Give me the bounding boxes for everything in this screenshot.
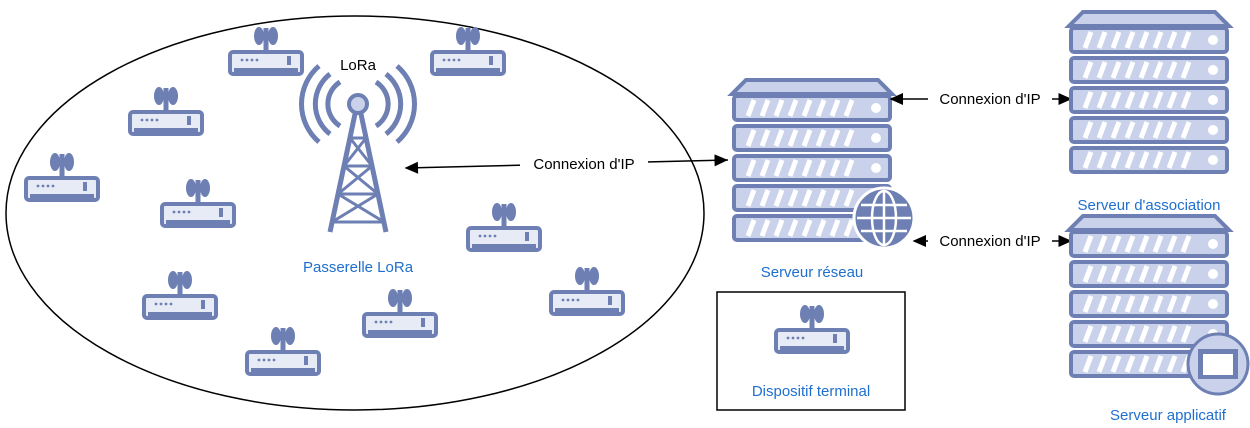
end-device-icon[interactable]	[230, 27, 302, 74]
end-device-icon[interactable]	[247, 327, 319, 374]
connection-label: Connexion d'IP	[533, 156, 634, 173]
app-server-label: Serveur applicatif	[1110, 407, 1227, 424]
end-device-icon[interactable]	[364, 289, 436, 336]
end-device-icon[interactable]	[144, 271, 216, 318]
gateway-label: Passerelle LoRa	[303, 259, 414, 276]
coverage-ellipse	[5, 15, 705, 411]
window-icon	[1186, 332, 1250, 396]
end-device-label: Dispositif terminal	[752, 383, 870, 400]
globe-icon	[852, 186, 916, 250]
radio-tower-icon[interactable]	[299, 64, 417, 233]
end-device-icon[interactable]	[432, 27, 504, 74]
lora-label: LoRa	[340, 57, 377, 74]
server-rack-icon[interactable]	[1069, 12, 1229, 172]
end-device-icon[interactable]	[130, 87, 202, 134]
end-device-icon[interactable]	[26, 153, 98, 200]
network-server-label: Serveur réseau	[761, 264, 864, 281]
join-server-label: Serveur d'association	[1078, 197, 1221, 214]
connection-label: Connexion d'IP	[939, 91, 1040, 108]
end-device-icon[interactable]	[468, 203, 540, 250]
end-device-icon[interactable]	[162, 179, 234, 226]
end-device-icon[interactable]	[551, 267, 623, 314]
connection-label: Connexion d'IP	[939, 233, 1040, 250]
